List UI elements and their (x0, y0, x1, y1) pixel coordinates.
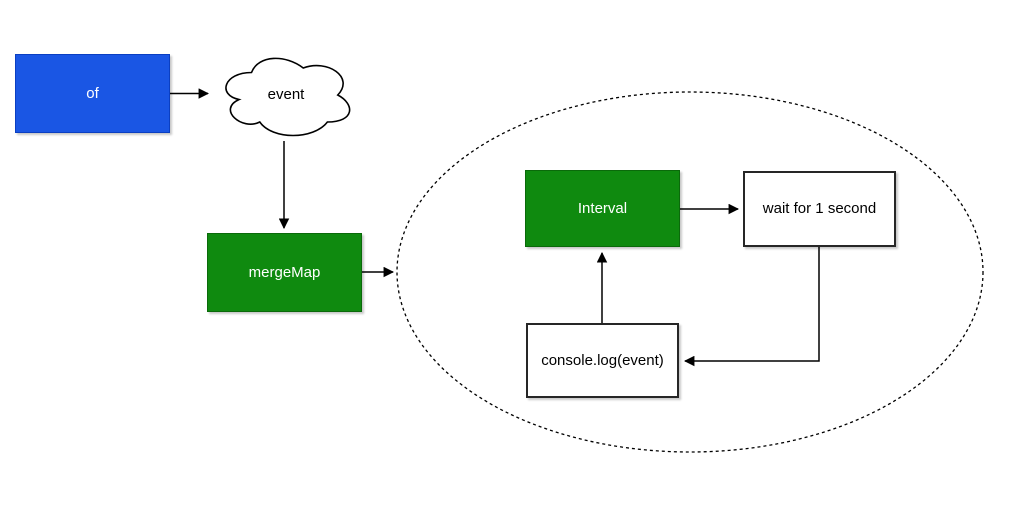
node-event-label: event (267, 86, 305, 103)
node-mergemap: mergeMap (207, 233, 362, 312)
node-wait-label: wait for 1 second (762, 200, 877, 217)
node-mergemap-label: mergeMap (248, 263, 321, 281)
node-console-log-label: console.log(event) (541, 351, 664, 369)
node-console-log-event: console.log(event) (526, 323, 679, 398)
node-of-label: of (86, 84, 99, 102)
node-of: of (15, 54, 170, 133)
node-wait-for-1-second: wait for 1 second (743, 171, 896, 247)
inner-observable-boundary-ellipse (396, 91, 984, 453)
event-cloud-shape (225, 57, 351, 137)
node-interval: Interval (525, 170, 680, 247)
node-interval-label: Interval (577, 199, 628, 217)
edge-wait-to-consolelog (683, 247, 820, 367)
